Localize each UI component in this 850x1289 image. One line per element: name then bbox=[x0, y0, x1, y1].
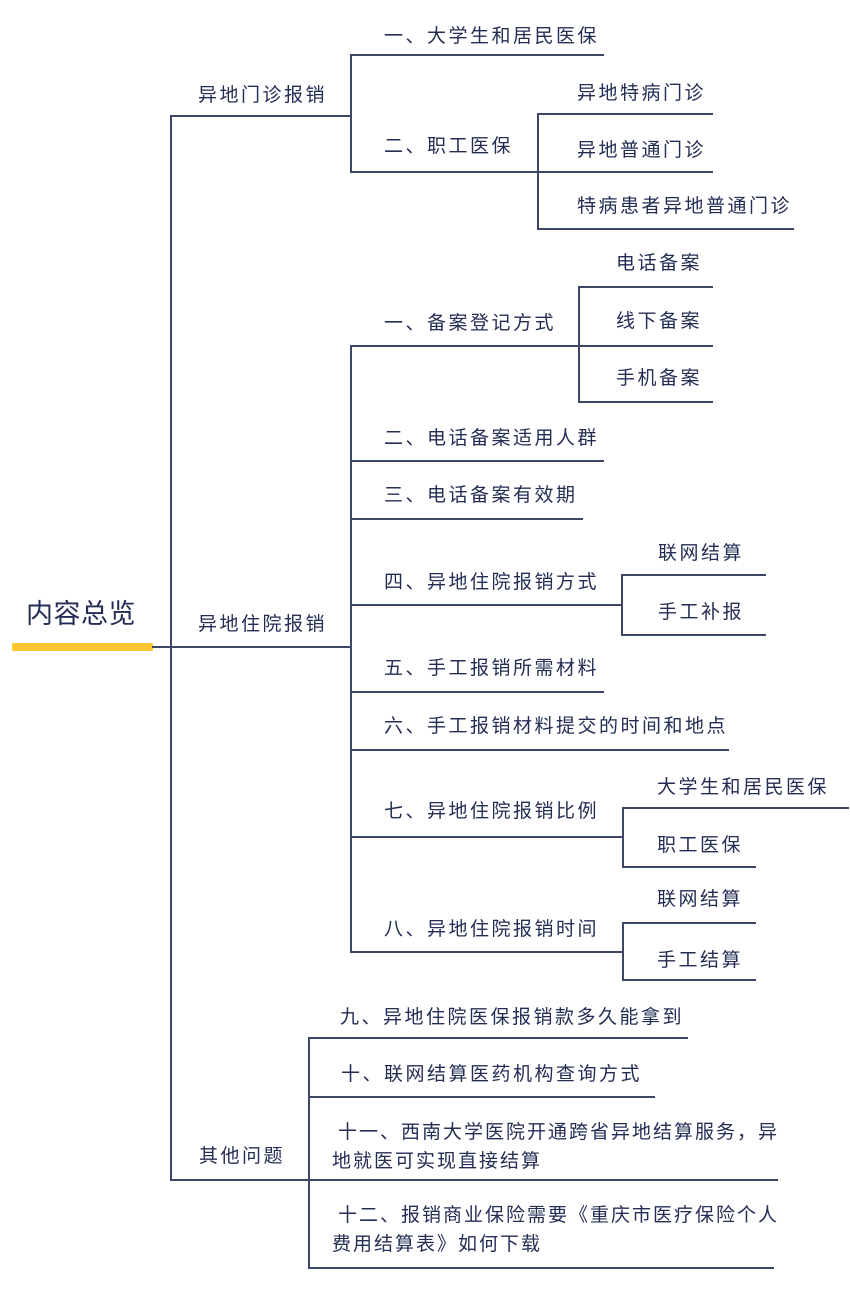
connector-reimbursement-methods-children bbox=[621, 574, 623, 636]
underline-offline-registration bbox=[578, 345, 713, 347]
node-registration-methods: 一、备案登记方式 bbox=[384, 313, 557, 334]
node-how-long-to-receive-payment: 九、异地住院医保报销款多久能拿到 bbox=[340, 1007, 685, 1028]
node-settlement-form-download: 十二、报销商业保险需要《重庆市医疗保险个人 费用结算表》如何下载 bbox=[332, 1205, 780, 1255]
connector-other-questions-children bbox=[308, 1037, 310, 1269]
node-phone-registration-validity: 三、电话备案有效期 bbox=[384, 485, 578, 506]
node-online-settlement-method: 联网结算 bbox=[658, 543, 745, 564]
connector-outpatient-children bbox=[350, 54, 352, 173]
underline-student-resident-insurance bbox=[350, 54, 604, 56]
node-hospitalization-reimbursement-methods: 四、异地住院报销方式 bbox=[384, 572, 600, 593]
node-time-online-settlement: 联网结算 bbox=[657, 889, 744, 910]
underline-settlement-form-download bbox=[308, 1267, 774, 1269]
node-offline-registration: 线下备案 bbox=[616, 311, 703, 332]
node-remote-special-disease-outpatient: 异地特病门诊 bbox=[577, 83, 707, 104]
root-node: 内容总览 bbox=[26, 599, 136, 629]
underline-manual-claim-materials bbox=[350, 691, 604, 693]
underline-remote-general-outpatient bbox=[537, 171, 713, 173]
underline-ratio-employee-insurance bbox=[622, 866, 756, 868]
underline-hospitalization-reimbursement-methods bbox=[350, 604, 621, 606]
node-remote-general-outpatient: 异地普通门诊 bbox=[577, 140, 707, 161]
node-hospitalization-reimbursement-ratio: 七、异地住院报销比例 bbox=[384, 801, 600, 822]
underline-online-settlement-method bbox=[621, 574, 766, 576]
underline-branch-other-questions bbox=[170, 1179, 308, 1181]
underline-how-long-to-receive-payment bbox=[308, 1037, 688, 1039]
underline-special-patient-remote-general-outpatient bbox=[537, 228, 794, 230]
underline-time-online-settlement bbox=[622, 922, 756, 924]
node-online-settlement-institution-query: 十、联网结算医药机构查询方式 bbox=[341, 1064, 643, 1085]
underline-manual-supplementary-claim bbox=[621, 634, 766, 636]
node-southwest-university-hospital-service: 十一、西南大学医院开通跨省异地结算服务，异 地就医可实现直接结算 bbox=[332, 1122, 780, 1172]
underline-southwest-university-hospital-service bbox=[308, 1179, 778, 1181]
underline-remote-special-disease-outpatient bbox=[537, 113, 713, 115]
branch-outpatient-reimbursement: 异地门诊报销 bbox=[198, 85, 328, 106]
node-special-patient-remote-general-outpatient: 特病患者异地普通门诊 bbox=[577, 196, 793, 217]
branch-hospitalization-reimbursement: 异地住院报销 bbox=[198, 614, 328, 635]
underline-time-manual-settlement bbox=[622, 979, 756, 981]
underline-online-settlement-institution-query bbox=[308, 1096, 655, 1098]
node-time-manual-settlement: 手工结算 bbox=[657, 950, 744, 971]
connector-root-to-trunk bbox=[152, 646, 170, 648]
underline-phone-registration-validity bbox=[350, 518, 583, 520]
connector-reimbursement-time-children bbox=[622, 922, 624, 981]
node-mobile-registration: 手机备案 bbox=[616, 368, 703, 389]
underline-hospitalization-reimbursement-ratio bbox=[350, 836, 622, 838]
connector-reimbursement-ratio-children bbox=[622, 807, 624, 868]
underline-branch-outpatient bbox=[170, 115, 350, 117]
trunk-line bbox=[170, 115, 172, 1181]
branch-other-questions: 其他问题 bbox=[199, 1146, 286, 1167]
underline-registration-methods bbox=[350, 345, 578, 347]
node-manual-supplementary-claim: 手工补报 bbox=[658, 602, 745, 623]
node-student-resident-insurance: 一、大学生和居民医保 bbox=[384, 26, 600, 47]
node-phone-registration: 电话备案 bbox=[616, 253, 703, 274]
underline-phone-registration-applicable-people bbox=[350, 460, 604, 462]
underline-employee-insurance bbox=[350, 171, 537, 173]
underline-manual-claim-submission-time-place bbox=[350, 749, 729, 751]
underline-branch-hospitalization bbox=[170, 646, 350, 648]
root-accent-underline bbox=[12, 643, 153, 651]
underline-ratio-student-resident-insurance bbox=[622, 807, 849, 809]
node-phone-registration-applicable-people: 二、电话备案适用人群 bbox=[384, 428, 600, 449]
node-ratio-student-resident-insurance: 大学生和居民医保 bbox=[657, 777, 830, 798]
node-employee-insurance: 二、职工医保 bbox=[384, 136, 514, 157]
node-ratio-employee-insurance: 职工医保 bbox=[657, 835, 744, 856]
underline-phone-registration bbox=[578, 286, 713, 288]
connector-registration-children bbox=[578, 286, 580, 403]
node-manual-claim-submission-time-place: 六、手工报销材料提交的时间和地点 bbox=[384, 716, 729, 737]
underline-hospitalization-reimbursement-time bbox=[350, 951, 622, 953]
connector-hospitalization-children bbox=[350, 345, 352, 953]
underline-mobile-registration bbox=[578, 401, 713, 403]
node-manual-claim-materials: 五、手工报销所需材料 bbox=[384, 658, 600, 679]
node-hospitalization-reimbursement-time: 八、异地住院报销时间 bbox=[384, 919, 600, 940]
